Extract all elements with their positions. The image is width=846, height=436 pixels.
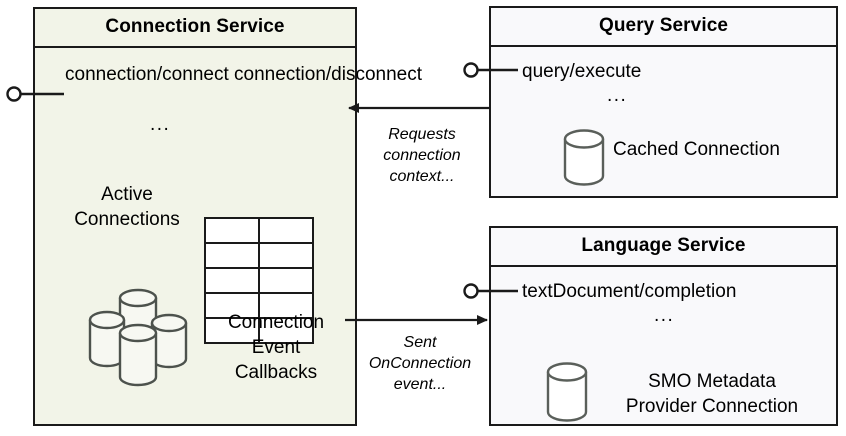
component-body-query-service: query/execute ... Cached Connection — [491, 47, 836, 196]
cylinder-cluster-icon — [88, 288, 188, 387]
component-title-language-service: Language Service — [491, 228, 836, 267]
interface-ellipsis-query-service: ... — [607, 85, 628, 106]
artifact-label-active-connections: Active Connections — [74, 184, 180, 230]
provided-interface-lollipop-icon-language-service — [463, 283, 518, 299]
cylinder-icon — [563, 129, 605, 186]
provided-interface-lollipop-icon-query-service — [463, 62, 518, 78]
edge-label-sent-onconnection-event: Sent OnConnection event... — [368, 334, 472, 393]
artifact-label-connection-event-callbacks: Connection Event Callbacks — [227, 312, 325, 383]
component-title-query-service: Query Service — [491, 8, 836, 47]
provided-interface-lollipop-icon-connection-service — [6, 86, 64, 102]
interface-list-language-service: textDocument/completion — [522, 281, 737, 302]
component-body-connection-service: connection/connect connection/disconnect… — [35, 48, 422, 424]
interface-list-query-service: query/execute — [522, 61, 642, 82]
table-grid-icon — [204, 217, 314, 344]
component-query-service[interactable]: Query Service query/execute ... Cached C… — [489, 6, 838, 198]
component-language-service[interactable]: Language Service textDocument/completion… — [489, 226, 838, 426]
artifact-label-smo-metadata-provider-connection: SMO Metadata Provider Connection — [625, 371, 799, 417]
component-title-connection-service: Connection Service — [35, 9, 355, 48]
interface-ellipsis-language-service: ... — [654, 305, 675, 326]
component-body-language-service: textDocument/completion ... SMO Metadata… — [491, 267, 836, 424]
interface-ellipsis-connection-service: ... — [150, 114, 171, 135]
component-connection-service[interactable]: Connection Service connection/connect co… — [33, 7, 422, 426]
artifact-label-cached-connection: Cached Connection — [613, 139, 780, 160]
cylinder-icon — [546, 362, 588, 422]
edge-label-requests-connection-context: Requests connection context... — [383, 126, 461, 185]
interface-list-connection-service: connection/connect connection/disconnect — [65, 64, 423, 85]
